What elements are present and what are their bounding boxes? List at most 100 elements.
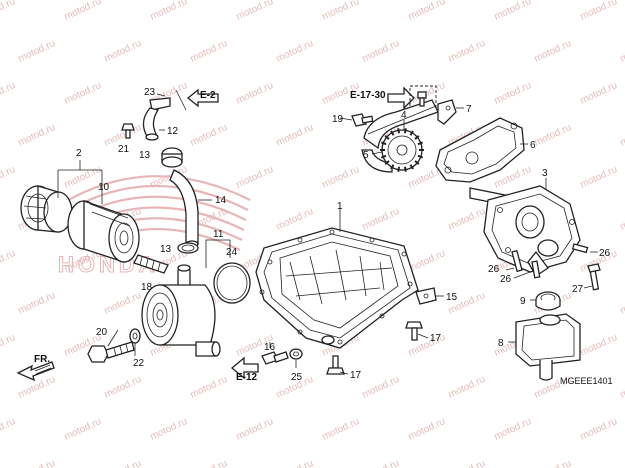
watermark-text: motod.ru bbox=[579, 164, 619, 191]
leader-27 bbox=[583, 285, 593, 289]
callout-12: 12 bbox=[167, 126, 179, 137]
callout-22: 22 bbox=[133, 358, 145, 369]
watermark-text: motod.ru bbox=[103, 458, 143, 468]
breather-elbow bbox=[142, 97, 171, 141]
watermark-text: motod.ru bbox=[17, 290, 57, 317]
watermark-text: motod.ru bbox=[63, 80, 103, 107]
watermark-text: motod.ru bbox=[447, 374, 487, 401]
bolt-26-c bbox=[571, 243, 589, 254]
watermark-text: motod.ru bbox=[533, 38, 573, 65]
leader-26-b bbox=[513, 271, 531, 279]
e2-reference-arrow bbox=[186, 88, 219, 108]
watermark-text: motod.ru bbox=[0, 80, 17, 107]
sprocket-tooth bbox=[384, 160, 390, 165]
e1730-reference-arrow bbox=[387, 86, 415, 110]
sprocket-tooth bbox=[414, 160, 420, 165]
sprocket-tooth bbox=[414, 135, 420, 140]
callout-9: 9 bbox=[520, 296, 526, 307]
oil-pump-assembly bbox=[469, 185, 581, 277]
watermark-text: motod.ru bbox=[407, 416, 447, 443]
watermark-text: motod.ru bbox=[235, 416, 275, 443]
sprocket-tooth bbox=[417, 141, 424, 146]
leader-17-lower bbox=[339, 371, 349, 375]
e1730-reference-label: E-17-30 bbox=[350, 90, 386, 101]
watermark-text: motod.ru bbox=[0, 332, 17, 359]
watermark-text: motod.ru bbox=[189, 122, 229, 149]
watermark-text: motod.ru bbox=[189, 374, 229, 401]
leader-23 bbox=[156, 93, 166, 97]
callout-27: 27 bbox=[572, 284, 584, 295]
leader-e2-line bbox=[175, 89, 187, 111]
callout-14: 14 bbox=[215, 195, 227, 206]
callout-16: 16 bbox=[264, 342, 276, 353]
leader-19 bbox=[339, 117, 353, 121]
callout-10: 10 bbox=[98, 182, 110, 193]
watermark-text: motod.ru bbox=[17, 374, 57, 401]
callout-19: 19 bbox=[332, 114, 344, 125]
watermark-text: motod.ru bbox=[579, 80, 619, 107]
bolt-27 bbox=[587, 263, 601, 291]
clip-15 bbox=[415, 287, 437, 305]
leader-17-upper bbox=[417, 333, 429, 339]
sprocket-tooth bbox=[409, 130, 414, 136]
chain-guide-7 bbox=[437, 99, 457, 125]
watermark-text: motod.ru bbox=[103, 38, 143, 65]
hose-fitting-13 bbox=[161, 147, 183, 168]
watermark-text: motod.ru bbox=[17, 122, 57, 149]
e12-reference-label: E-12 bbox=[236, 372, 258, 383]
callout-13-upper: 13 bbox=[139, 150, 151, 161]
oil-filter-wrench bbox=[20, 185, 73, 233]
sprocket-tooth bbox=[380, 154, 387, 159]
callout-17-upper: 17 bbox=[430, 333, 442, 344]
front-direction-label: FR. bbox=[34, 354, 50, 365]
leader-11 bbox=[205, 239, 231, 258]
watermark-text: motod.ru bbox=[361, 458, 401, 468]
callout-3: 3 bbox=[542, 168, 548, 179]
callout-1: 1 bbox=[337, 201, 343, 212]
bolt-16 bbox=[261, 351, 289, 365]
bolt-19 bbox=[351, 113, 374, 127]
callout-20: 20 bbox=[96, 327, 108, 338]
oil-cooler bbox=[141, 264, 221, 357]
watermark-text: motod.ru bbox=[447, 458, 487, 468]
watermark-text: motod.ru bbox=[533, 122, 573, 149]
watermark-text: motod.ru bbox=[361, 206, 401, 233]
watermark-text: motod.ru bbox=[0, 164, 17, 191]
watermark-text: motod.ru bbox=[493, 80, 533, 107]
watermark-text: motod.ru bbox=[275, 122, 315, 149]
watermark-text: motod.ru bbox=[0, 416, 17, 443]
watermark-text: motod.ru bbox=[321, 416, 361, 443]
callout-26-a: 26 bbox=[488, 264, 500, 275]
threaded-stud-18 bbox=[133, 254, 169, 274]
watermark-text: motod.ru bbox=[103, 290, 143, 317]
o-ring-24 bbox=[213, 262, 251, 304]
bolt-26-b bbox=[531, 260, 541, 279]
callout-26-b: 26 bbox=[500, 274, 512, 285]
callout-26-c: 26 bbox=[599, 248, 611, 259]
seal-9 bbox=[535, 291, 561, 311]
diagram-code: MGEEE1401 bbox=[560, 376, 613, 386]
watermark-text: motod.ru bbox=[63, 0, 103, 23]
watermark-text: motod.ru bbox=[149, 416, 189, 443]
watermark-text: motod.ru bbox=[533, 458, 573, 468]
oil-pan bbox=[255, 227, 419, 349]
callout-18: 18 bbox=[141, 282, 153, 293]
watermark-text: motod.ru bbox=[321, 0, 361, 23]
sprocket-tooth bbox=[409, 164, 414, 170]
watermark-text: motod.ru bbox=[235, 0, 275, 23]
dashed-box-bolt bbox=[417, 91, 427, 107]
watermark-text: motod.ru bbox=[235, 80, 275, 107]
watermark-text: motod.ru bbox=[189, 458, 229, 468]
watermark-text: motod.ru bbox=[619, 458, 625, 468]
bolt-26-a bbox=[511, 249, 523, 273]
watermark-text: motod.ru bbox=[361, 38, 401, 65]
sprocket-tooth bbox=[380, 141, 387, 146]
watermark-text: motod.ru bbox=[579, 416, 619, 443]
watermark-text: motod.ru bbox=[275, 206, 315, 233]
sprocket-tooth bbox=[403, 128, 407, 134]
watermark-text: motod.ru bbox=[321, 164, 361, 191]
oil-pump-sprocket bbox=[380, 128, 424, 172]
callout-21: 21 bbox=[118, 144, 130, 155]
